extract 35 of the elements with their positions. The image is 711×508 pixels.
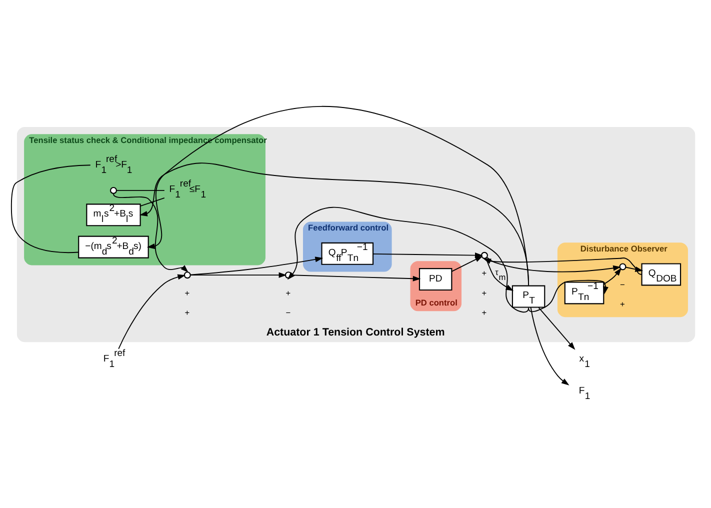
label: + [184,287,190,298]
arrow [291,274,421,281]
arrow [146,105,530,286]
arrow [625,266,644,272]
label: + [184,306,190,317]
node-circle [480,251,488,258]
label: − [286,306,291,317]
label: − [620,278,625,289]
arrow [483,256,642,274]
arrow [118,274,186,349]
label: + [482,268,487,278]
connector [10,164,91,253]
arrow [538,306,576,350]
connector [116,189,165,190]
connector [140,197,165,206]
arrow [603,267,622,284]
node-circle [184,271,191,278]
arrow [451,255,483,272]
arrow [530,306,570,385]
arrow [486,256,622,272]
arrow [190,256,324,275]
arrow [372,252,483,258]
label: + [620,298,625,309]
arrow [528,279,608,312]
node-box: PD [418,268,452,290]
node-circle [284,271,292,278]
arrow [190,272,287,278]
arrow [486,257,514,290]
label: + [286,287,291,298]
arrow [287,206,530,312]
label: + [482,306,487,317]
label: + [482,287,487,298]
node-circle [619,262,626,270]
node-circle [110,186,117,194]
arrow [113,193,188,272]
